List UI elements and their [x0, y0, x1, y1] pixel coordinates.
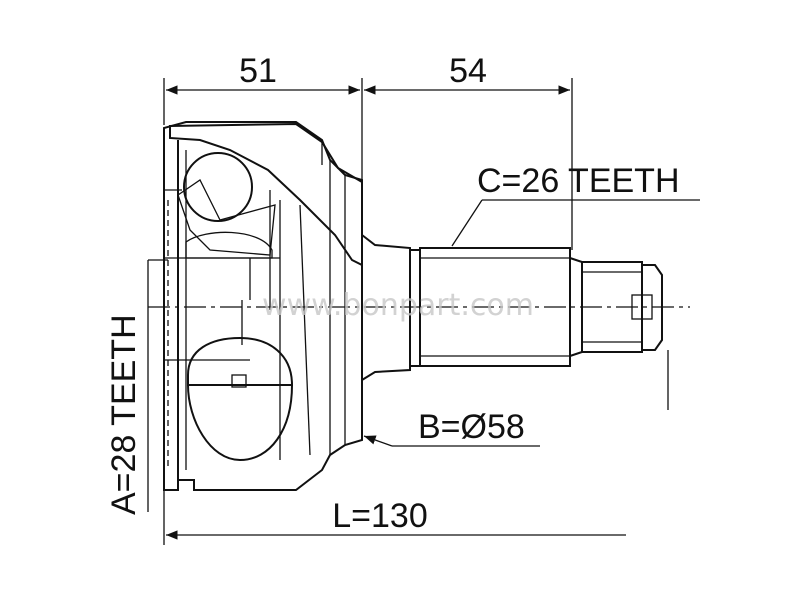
spline-c-callout: C=26 TEETH	[451, 162, 700, 247]
ball-cage	[177, 152, 294, 462]
dimension-top: 51 54	[163, 52, 573, 250]
dim-length-label: L=130	[332, 497, 428, 535]
dim-51-label: 51	[239, 52, 277, 90]
dim-54-label: 54	[449, 52, 487, 90]
spline-a-label: A=28 TEETH	[105, 314, 143, 515]
spline-c-label: C=26 TEETH	[477, 162, 680, 200]
stub-axle	[361, 234, 663, 381]
diameter-b-callout: B=Ø58	[363, 408, 540, 447]
dimension-left: A=28 TEETH	[105, 259, 168, 515]
dimension-bottom: L=130	[163, 350, 669, 545]
upper-ball	[183, 152, 253, 222]
watermark-text: www.bonpart.com	[262, 288, 534, 323]
diameter-b-label: B=Ø58	[418, 408, 525, 446]
